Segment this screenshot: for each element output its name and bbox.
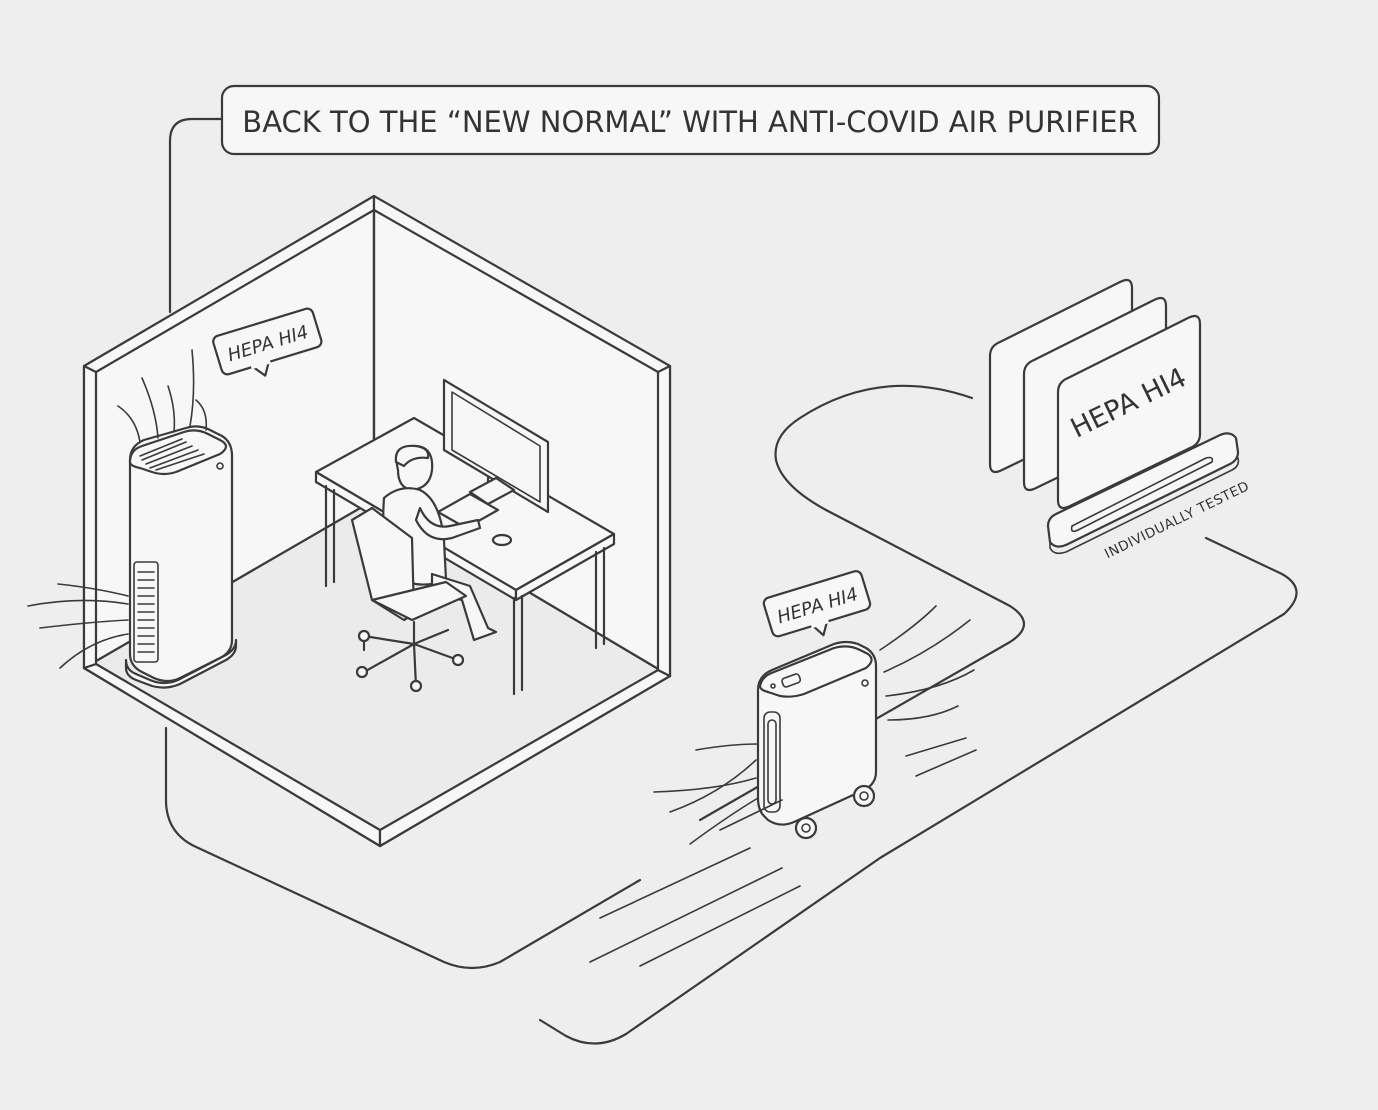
hepa-tag-mobile: HEPA HI4 [762, 570, 872, 638]
speed-lines [589, 799, 801, 967]
office-chair [350, 506, 468, 693]
page-title: BACK TO THE “NEW NORMAL” WITH ANTI-COVID… [242, 105, 1137, 139]
hepa-filter-panels: HEPA HI4 [988, 278, 1202, 510]
title-box: BACK TO THE “NEW NORMAL” WITH ANTI-COVID… [220, 84, 1161, 156]
tower-air-purifier [124, 425, 238, 689]
connector-paths [164, 117, 1298, 1045]
computer-monitor [436, 378, 550, 547]
airflow-lines-mobile [653, 605, 977, 845]
filter-test-bar [1046, 432, 1240, 555]
airflow-lines-tower [27, 349, 208, 669]
mobile-air-purifier [756, 640, 878, 840]
